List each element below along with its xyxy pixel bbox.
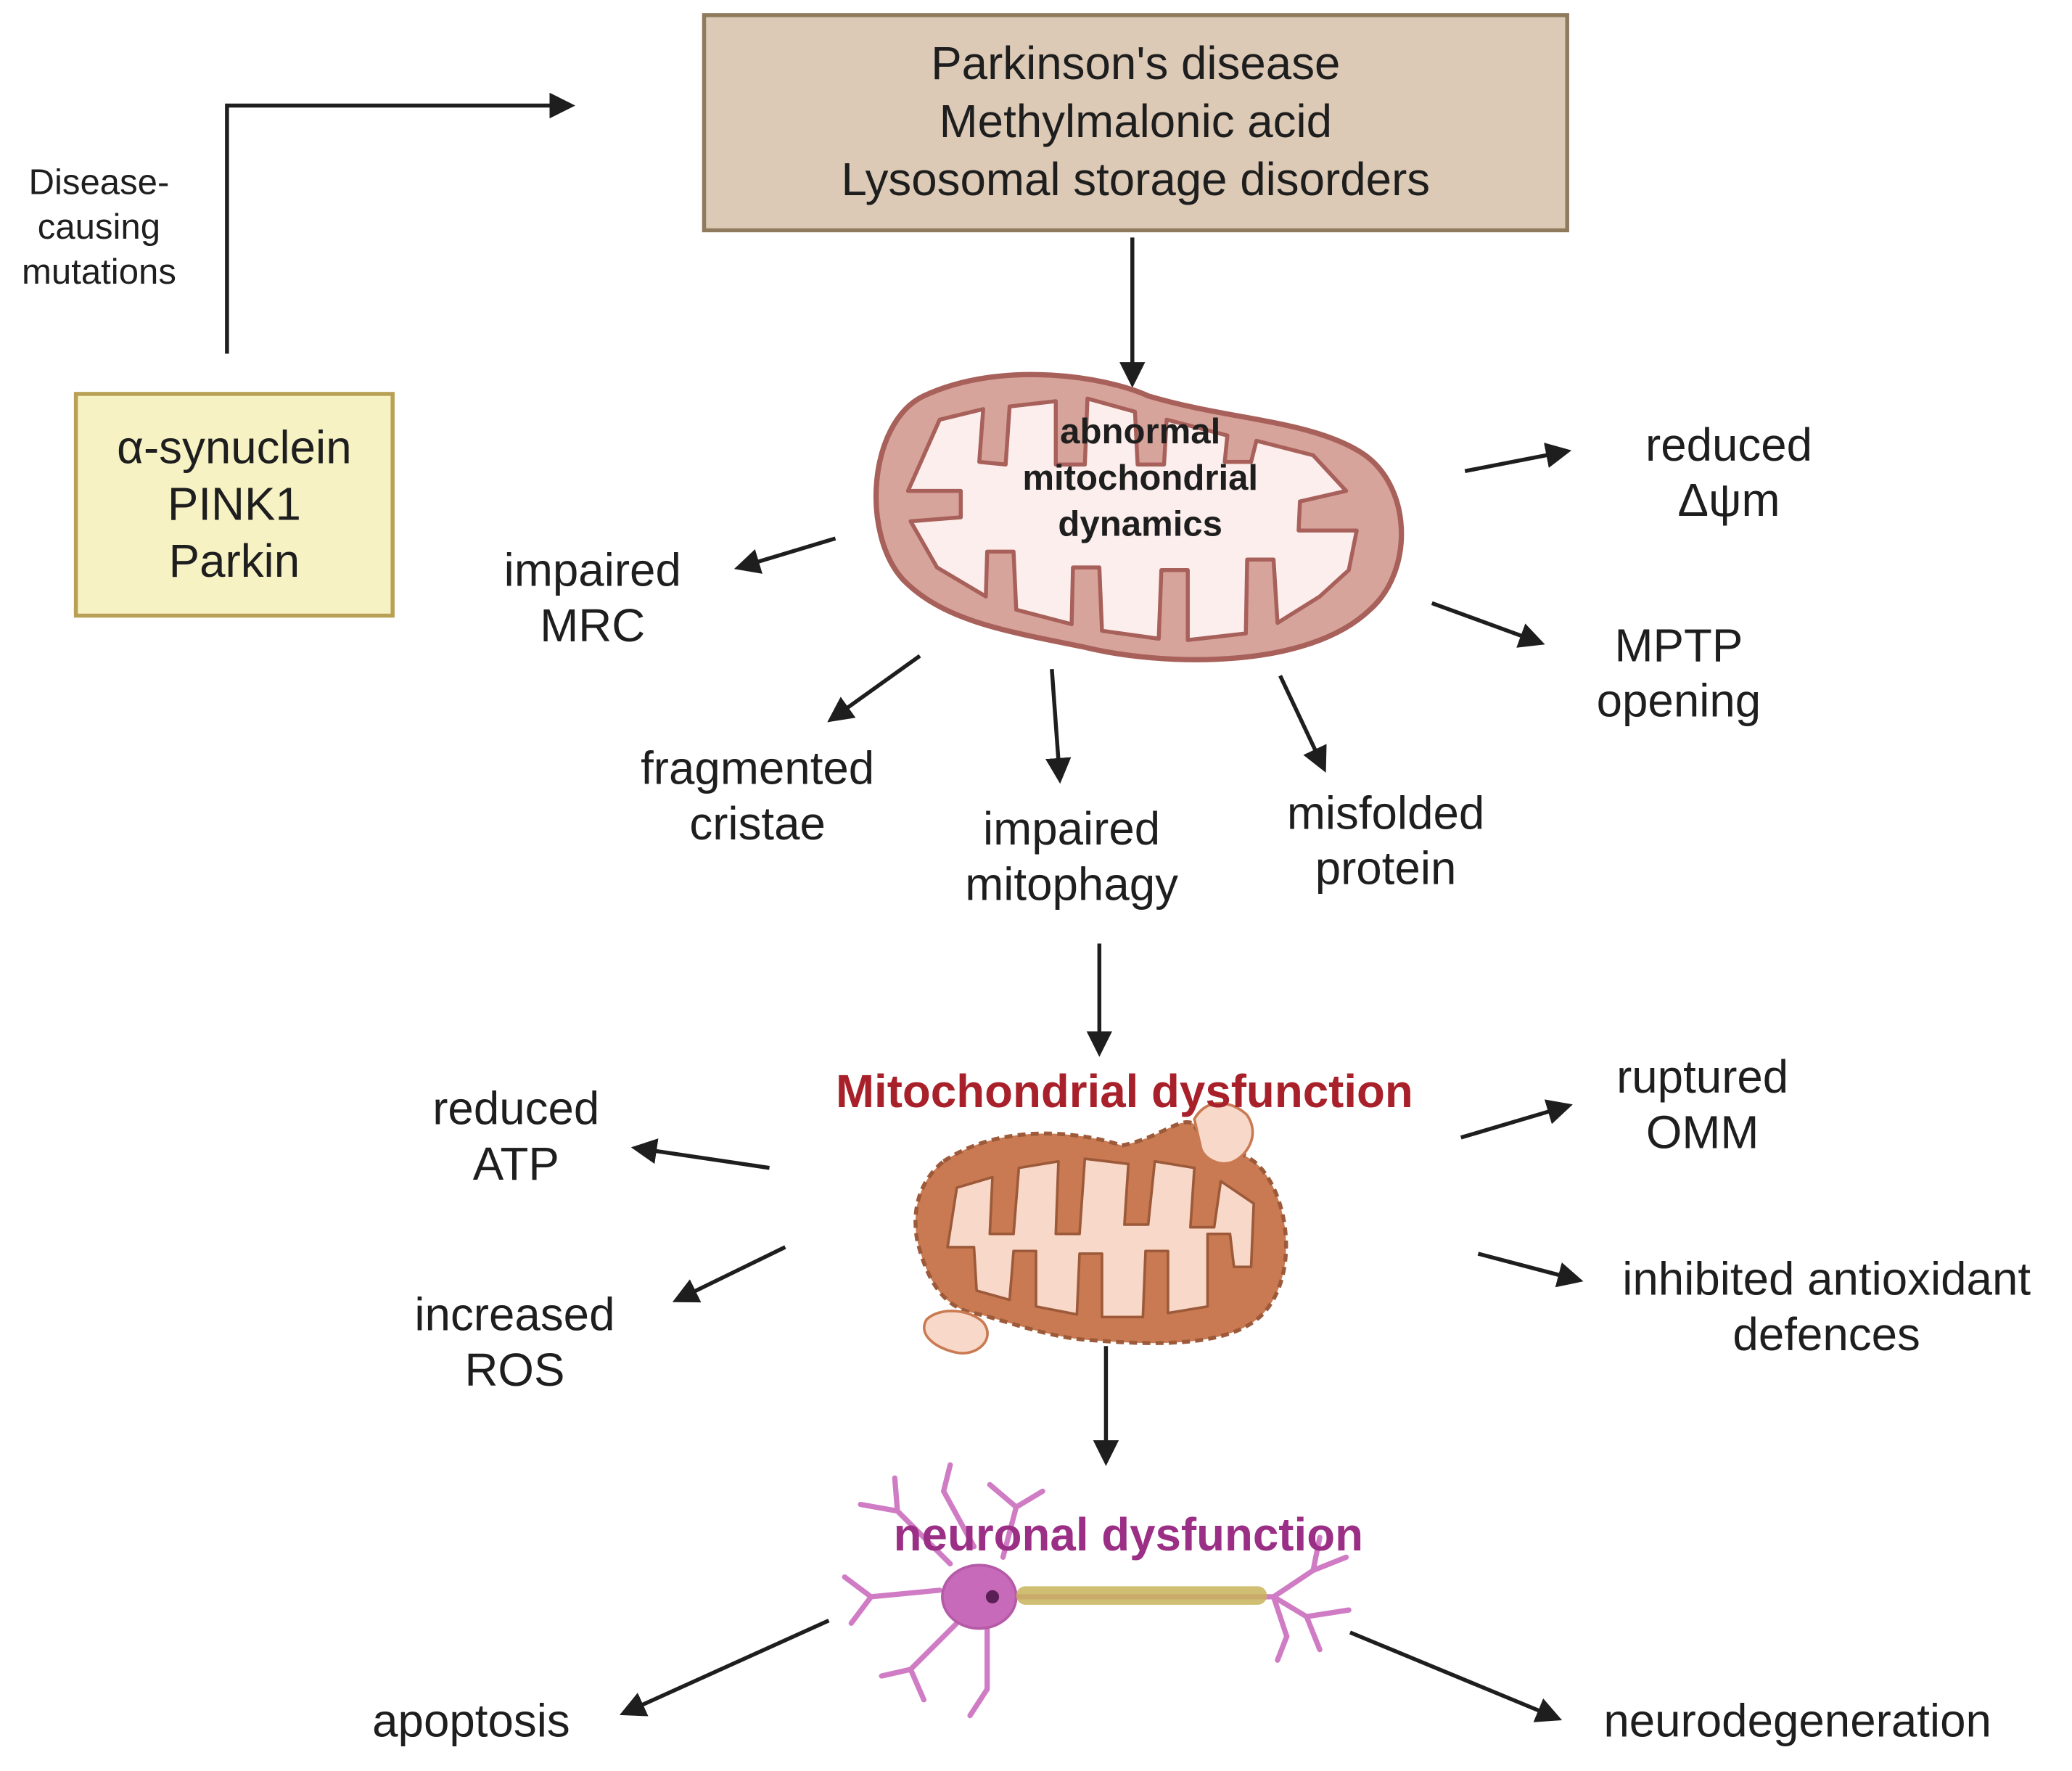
label-apoptosis: apoptosis: [372, 1696, 570, 1748]
label-impaired-mrc: impaired MRC: [503, 545, 681, 652]
disease-methylmalonic-acid: Methylmalonic acid: [939, 96, 1333, 148]
label-ruptured-omm: ruptured OMM: [1616, 1051, 1789, 1159]
label-inhibited-antioxidant: inhibited antioxidant defences: [1622, 1253, 2031, 1361]
mito-dysfunction-title: Mitochondrial dysfunction: [835, 1066, 1413, 1118]
arrow-reduced-dpsi: [1464, 443, 1572, 474]
mito-center-label: abnormal mitochondrial dynamics: [1022, 411, 1259, 544]
arrow-impaired-mrc: [733, 536, 836, 574]
label-neurodegeneration: neurodegeneration: [1603, 1696, 1991, 1748]
arrow-inhibited-antioxidant: [1477, 1252, 1584, 1288]
neuron-nucleus: [985, 1590, 1000, 1603]
arrow-misfolded-protein: [1278, 675, 1327, 773]
diseases-box: Parkinson's disease Methylmalonic acid L…: [702, 13, 1569, 233]
gene-pink1: PINK1: [167, 479, 301, 531]
damaged-mito-inner: [946, 1157, 1255, 1319]
arrow-neurodegeneration: [1349, 1630, 1563, 1722]
disease-lysosomal-storage: Lysosomal storage disorders: [841, 154, 1431, 206]
label-misfolded-protein: misfolded protein: [1286, 787, 1485, 895]
arrow-ruptured-omm: [1460, 1099, 1573, 1140]
genes-box: α-synuclein PINK1 Parkin: [73, 392, 395, 618]
label-increased-ros: increased ROS: [414, 1289, 615, 1397]
mito-inner-membrane: [905, 396, 1359, 642]
label-fragmented-cristae: fragmented cristae: [641, 743, 875, 850]
gene-alpha-synuclein: α-synuclein: [117, 422, 352, 474]
label-reduced-atp: reduced ATP: [432, 1083, 600, 1191]
arrow-reduced-atp: [630, 1138, 770, 1170]
arrow-apoptosis: [619, 1619, 830, 1717]
label-reduced-dpsi: reduced Δψm: [1645, 419, 1813, 527]
rupture-fragment: [1193, 1101, 1254, 1165]
arrow-impaired-mitophagy: [1045, 669, 1072, 784]
arrow-fragmented-cristae: [827, 654, 921, 723]
gene-parkin: Parkin: [168, 535, 300, 588]
myelin-sheath: [1016, 1586, 1267, 1605]
arrow-mptp: [1431, 601, 1545, 648]
debris-fragment: [923, 1310, 989, 1355]
label-mptp-opening: MPTP opening: [1596, 620, 1761, 728]
disease-parkinsons: Parkinson's disease: [931, 38, 1341, 90]
mutation-connector-arrow: [225, 92, 575, 354]
arrow-increased-ros: [672, 1245, 786, 1303]
mutation-label: Disease- causing mutations: [21, 162, 176, 292]
neuronal-dysfunction-title: neuronal dysfunction: [893, 1509, 1364, 1561]
neuron-soma: [941, 1564, 1018, 1630]
label-impaired-mitophagy: impaired mitophagy: [965, 803, 1178, 911]
